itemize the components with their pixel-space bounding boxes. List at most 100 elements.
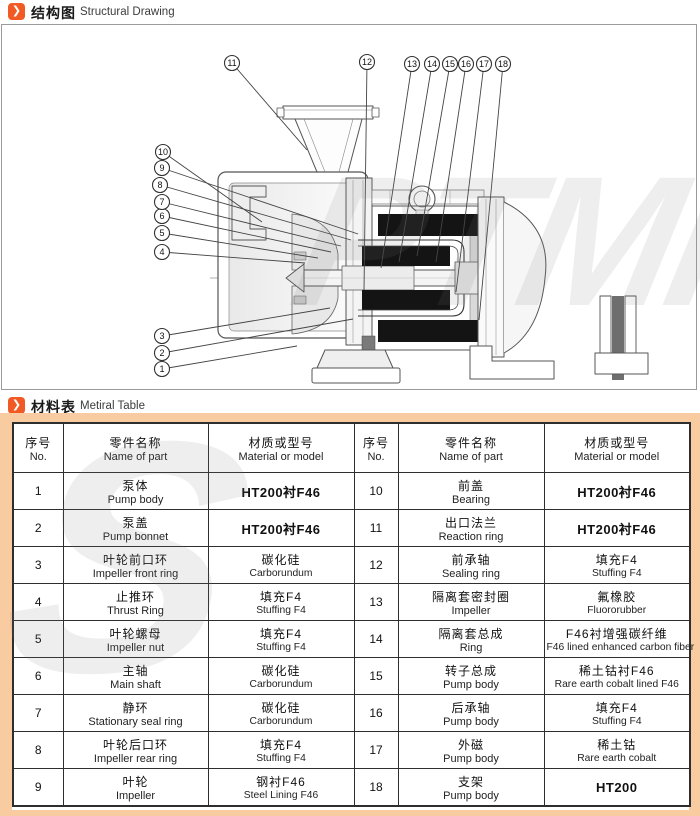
svg-text:10: 10 — [158, 147, 168, 157]
svg-text:4: 4 — [159, 247, 164, 257]
part-no-cell: 5 — [12, 620, 64, 658]
section-title-zh: 结构图 — [31, 5, 76, 21]
part-no-cell: 13 — [353, 583, 399, 621]
balloon-16: 16 — [457, 55, 475, 73]
arrow-icon: ❯ — [8, 3, 25, 20]
svg-text:14: 14 — [427, 59, 437, 69]
svg-text:13: 13 — [407, 59, 417, 69]
balloon-9: 9 — [153, 159, 171, 177]
part-material-cell: HT200衬F46 — [207, 472, 355, 510]
section-title-en: Metiral Table — [80, 400, 145, 412]
part-no-cell: 15 — [353, 657, 399, 695]
balloon-15: 15 — [441, 55, 459, 73]
balloon-11: 11 — [223, 54, 241, 72]
part-material-cell: HT200 — [543, 768, 691, 807]
svg-text:3: 3 — [159, 331, 164, 341]
arrow-icon: ❯ — [8, 397, 25, 414]
part-material-cell: HT200衬F46 — [543, 472, 691, 510]
balloon-12: 12 — [358, 53, 376, 71]
balloon-17: 17 — [475, 55, 493, 73]
balloon-leader-lines — [159, 61, 504, 370]
pump-body-geometry — [210, 105, 649, 384]
structural-drawing-header: ❯ 结构图 Structural Drawing — [0, 0, 700, 21]
part-no-cell: 9 — [12, 768, 64, 807]
part-no-cell: 10 — [353, 472, 399, 510]
balloon-2: 2 — [153, 344, 171, 362]
svg-text:5: 5 — [159, 228, 164, 238]
balloon-7: 7 — [153, 193, 171, 211]
part-no-cell: 7 — [12, 694, 64, 732]
part-no-cell: 16 — [353, 694, 399, 732]
part-no-cell: 4 — [12, 583, 64, 621]
balloon-6: 6 — [153, 207, 171, 225]
balloon-4: 4 — [153, 243, 171, 261]
balloon-5: 5 — [153, 224, 171, 242]
section-title-en: Structural Drawing — [80, 6, 175, 18]
section-title-zh: 材料表 — [31, 399, 76, 415]
balloon-10: 10 — [154, 143, 172, 161]
part-material-cell: HT200衬F46 — [207, 509, 355, 547]
svg-text:9: 9 — [159, 163, 164, 173]
svg-text:8: 8 — [157, 180, 162, 190]
part-no-cell: 17 — [353, 731, 399, 769]
svg-text:16: 16 — [461, 59, 471, 69]
balloon-13: 13 — [403, 55, 421, 73]
part-no-cell: 12 — [353, 546, 399, 584]
balloon-18: 18 — [494, 55, 512, 73]
part-no-cell: 14 — [353, 620, 399, 658]
balloon-1: 1 — [153, 360, 171, 378]
balloon-3: 3 — [153, 327, 171, 345]
part-no-cell: 8 — [12, 731, 64, 769]
svg-text:18: 18 — [498, 59, 508, 69]
material-table-header: ❯ 材料表 Metiral Table — [0, 394, 700, 415]
part-no-cell: 11 — [353, 509, 399, 547]
balloon-14: 14 — [423, 55, 441, 73]
